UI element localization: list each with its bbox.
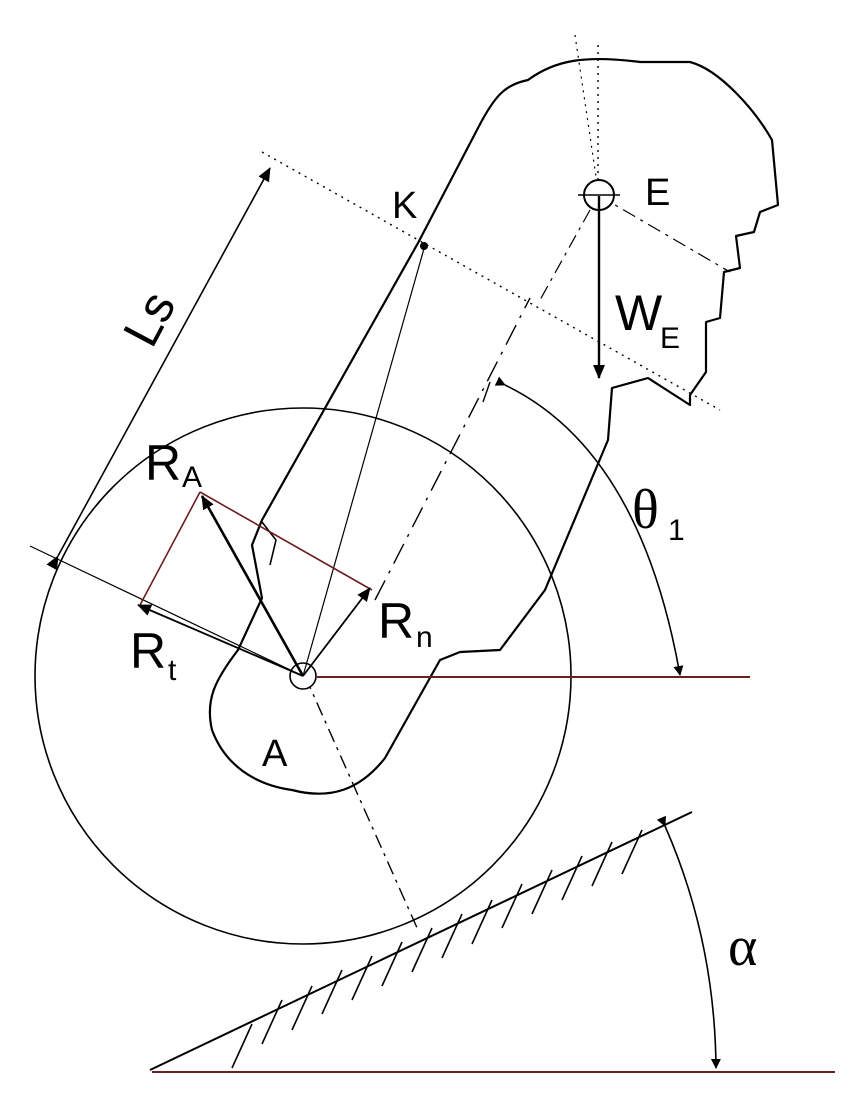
arm-centerline — [374, 297, 531, 601]
e-axis-dashdot — [597, 194, 731, 273]
ra-vector — [200, 495, 305, 677]
label-theta-sub: 1 — [668, 514, 685, 547]
wheel-contact-axis — [304, 675, 419, 931]
incline-hatching — [231, 829, 643, 1069]
line-a-to-k — [302, 244, 426, 677]
label-w-sub: E — [660, 322, 680, 355]
force-parallelogram — [139, 491, 373, 606]
label-rn: R — [378, 593, 414, 649]
label-alpha: α — [728, 916, 757, 978]
label-e: E — [645, 172, 670, 214]
rt-vector — [137, 604, 304, 677]
point-k — [420, 242, 428, 250]
label-k: K — [392, 185, 417, 227]
label-theta: θ — [632, 479, 659, 541]
label-rt: R — [130, 623, 166, 679]
label-ls: Ls — [112, 282, 186, 355]
theta-extension — [482, 381, 491, 403]
ls-extension-bottom — [29, 545, 304, 677]
label-a: A — [262, 733, 288, 775]
arm-outline — [208, 57, 780, 795]
label-rt-sub: t — [168, 654, 177, 687]
incline-line — [149, 811, 693, 1071]
label-w: W — [615, 285, 663, 341]
theta-arc — [494, 376, 684, 676]
e-incline-dotted — [574, 34, 599, 191]
ls-dimension-line — [46, 167, 271, 571]
label-ra: R — [145, 435, 181, 491]
label-rn-sub: n — [416, 621, 433, 654]
alpha-arc — [656, 815, 721, 1069]
e-to-arm-dashdot — [539, 209, 591, 301]
rn-vector — [302, 587, 371, 677]
label-ra-sub: A — [182, 461, 202, 494]
